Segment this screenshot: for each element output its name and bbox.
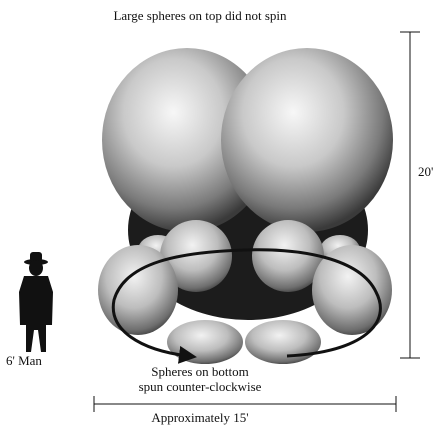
width-label: Approximately 15' [0,410,400,425]
large-sphere-right [221,48,393,232]
height-dimension [400,32,420,358]
bottom-sphere [167,320,243,364]
bottom-caption-line-1: Spheres on bottom [0,364,400,379]
bottom-sphere [245,320,321,364]
bottom-caption-line-2: spun counter-clockwise [0,379,400,394]
man-silhouette [19,252,53,352]
bottom-caption: Spheres on bottom spun counter-clockwise [0,364,400,394]
top-caption: Large spheres on top did not spin [0,8,400,23]
height-label: 20' [418,164,433,179]
